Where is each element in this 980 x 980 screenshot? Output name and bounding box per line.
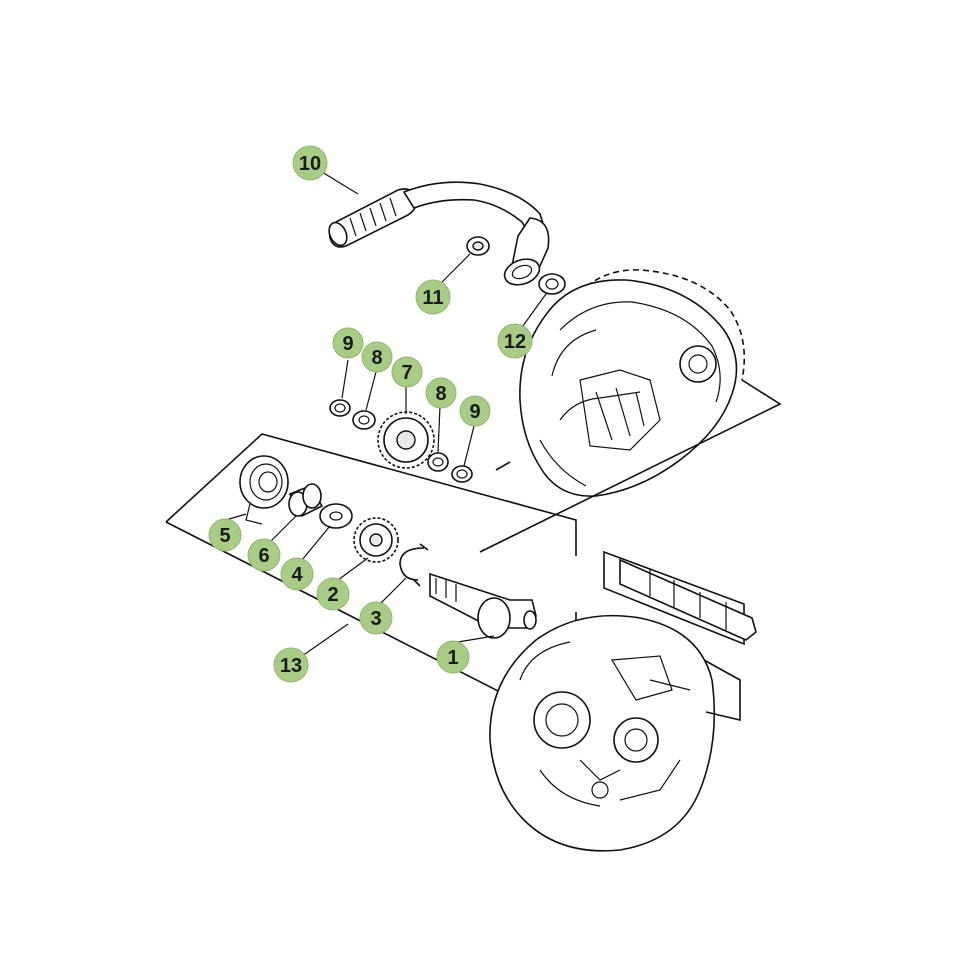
ratchet-part-2 <box>353 517 399 563</box>
callout-11: 11 <box>415 279 451 315</box>
callout-10-label: 10 <box>299 153 321 175</box>
washer-part-9b <box>451 465 473 483</box>
callout-10: 10 <box>292 145 328 181</box>
callout-8b: 8 <box>425 377 457 409</box>
kick-shaft-assembly-outline <box>165 433 577 693</box>
callout-7: 7 <box>391 356 423 388</box>
left-crankcase <box>489 614 741 852</box>
callout-11-label: 11 <box>422 287 443 309</box>
bolt-part-11 <box>466 236 490 256</box>
callout-5: 5 <box>208 518 242 552</box>
transmission-shaft <box>603 550 757 646</box>
idle-gear-part-7 <box>377 411 435 469</box>
callout-2: 2 <box>316 577 350 611</box>
washer-part-8a <box>352 410 376 430</box>
right-crankcase-cover <box>479 269 782 553</box>
callout-7-label: 7 <box>401 362 412 384</box>
callout-8a-label: 8 <box>371 347 382 369</box>
callout-8a: 8 <box>361 341 393 373</box>
callout-3: 3 <box>359 601 393 635</box>
callout-9a-label: 9 <box>342 333 353 355</box>
washer-part-4 <box>319 503 353 529</box>
circlip-part-3 <box>399 543 429 587</box>
kick-spindle-part-1 <box>429 572 537 639</box>
callout-1: 1 <box>436 640 470 674</box>
callout-4: 4 <box>280 557 314 591</box>
spring-guide-part-6 <box>288 483 324 518</box>
callout-12: 12 <box>497 323 533 359</box>
callout-5-label: 5 <box>219 525 230 547</box>
oil-seal-part-12 <box>538 273 566 295</box>
callout-13-label: 13 <box>280 655 302 677</box>
washer-part-8b <box>427 452 449 472</box>
callout-9b-label: 9 <box>469 401 480 423</box>
callout-9a: 9 <box>332 327 364 359</box>
callout-3-label: 3 <box>370 608 381 630</box>
callout-13: 13 <box>273 647 309 683</box>
callout-6: 6 <box>247 538 281 572</box>
callout-6-label: 6 <box>258 545 269 567</box>
callout-8b-label: 8 <box>435 383 446 405</box>
leader-lines <box>225 171 547 657</box>
callout-1-label: 1 <box>447 647 458 669</box>
kick-lever-part <box>328 181 550 286</box>
callout-9b: 9 <box>459 395 491 427</box>
return-spring-part-5 <box>239 455 289 525</box>
callout-4-label: 4 <box>291 564 303 586</box>
callout-12-label: 12 <box>504 331 526 353</box>
washer-part-9a <box>329 399 351 417</box>
callout-2-label: 2 <box>327 584 338 606</box>
